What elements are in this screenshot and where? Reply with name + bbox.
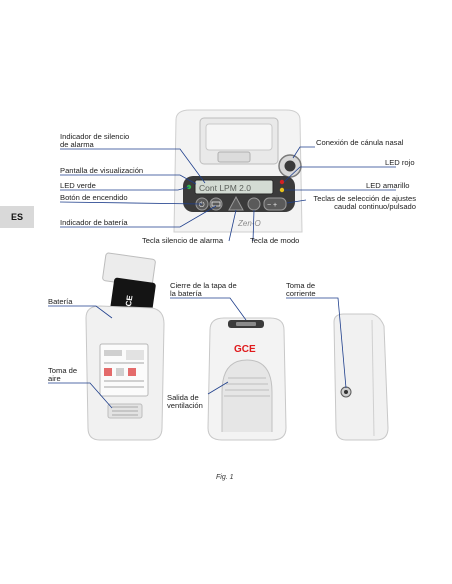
label-vent-outlet: Salida de ventilación — [167, 393, 203, 411]
label-battery-indicator: Indicador de batería — [60, 218, 128, 227]
label-alarm-silence-indicator: Indicador de silencio de alarma — [60, 132, 130, 150]
label-power-inlet: Toma de corriente — [286, 281, 316, 299]
lcd-display-text: Cont LPM 2.0 — [199, 183, 251, 193]
svg-text:− +: − + — [267, 202, 277, 209]
label-battery-cover-latch: Cierre de la tapa de la batería — [170, 281, 237, 299]
device-with-battery: GCE — [85, 252, 165, 441]
lcd-display — [194, 179, 274, 195]
yellow-led — [279, 187, 285, 193]
battery-logo: GCE — [123, 294, 134, 313]
brand-script: Zen-O — [237, 219, 261, 228]
label-mode-key: Tecla de modo — [250, 236, 300, 245]
label-power-button: Botón de encendido — [60, 193, 128, 202]
figure-caption: Fig. 1 — [216, 474, 234, 481]
label-settings-keys: Teclas de selección de ajustes caudal co… — [313, 194, 416, 212]
label-nasal-cannula-connection: Conexión de cánula nasal — [316, 138, 404, 147]
label-yellow-led: LED amarillo — [366, 181, 410, 190]
air-intake-grille — [107, 403, 143, 419]
red-led — [279, 179, 285, 185]
settings-keys[interactable] — [263, 197, 287, 211]
label-air-intake: Toma de aire — [48, 366, 78, 384]
device-front-view: GCE — [207, 317, 287, 441]
control-panel-closeup: Cont LPM 2.0 ⏻ − + Zen-O — [173, 109, 303, 233]
bottom-leader-lines — [48, 297, 347, 409]
battery-indicator — [209, 197, 223, 211]
mode-button[interactable] — [247, 197, 261, 211]
language-tab: ES — [0, 206, 34, 228]
device-side-view — [333, 313, 389, 441]
label-alarm-silence-key: Tecla silencio de alarma — [142, 236, 224, 245]
label-display-screen: Pantalla de visualización — [60, 166, 144, 175]
top-leader-lines — [59, 146, 396, 242]
svg-text:⏻: ⏻ — [199, 201, 205, 209]
label-green-led: LED verde — [60, 181, 96, 190]
front-logo: GCE — [234, 344, 256, 355]
label-red-led: LED rojo — [385, 158, 415, 167]
label-battery: Batería — [48, 297, 73, 306]
